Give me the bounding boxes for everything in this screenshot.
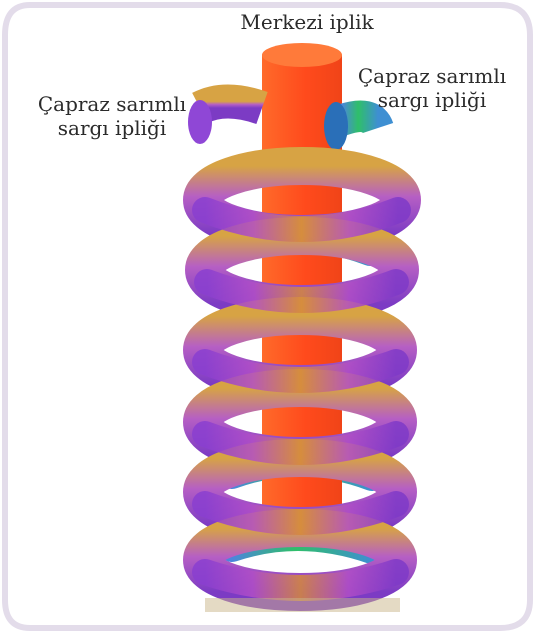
center-thread-label: Merkezi iplik — [232, 10, 382, 34]
left-winding-label-line2: sargı ipliği — [22, 116, 202, 140]
base-shadow — [205, 598, 400, 612]
left-winding-label-line1: Çapraz sarımlı — [22, 92, 202, 116]
left-winding-label: Çapraz sarımlı sargı ipliği — [22, 92, 202, 140]
right-winding-label-line1: Çapraz sarımlı — [352, 64, 512, 88]
right-winding-label-line2: sargı ipliği — [352, 88, 512, 112]
right-winding-label: Çapraz sarımlı sargı ipliği — [352, 64, 512, 112]
